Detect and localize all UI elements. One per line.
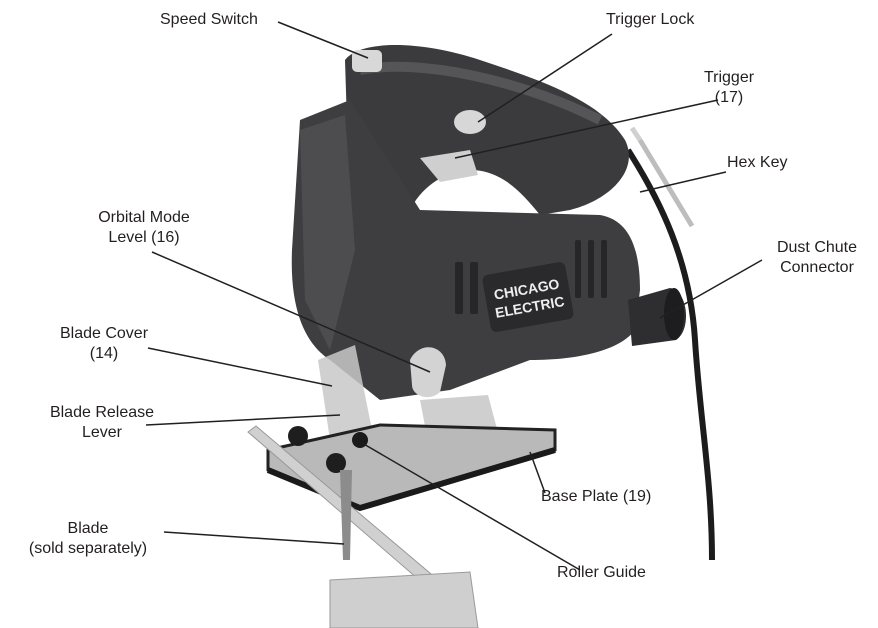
label-blade: Blade (sold separately) bbox=[28, 520, 148, 557]
handle bbox=[345, 45, 629, 220]
label-trigger: Trigger (17) bbox=[703, 69, 755, 106]
speed-switch bbox=[352, 50, 382, 72]
label-trigger-lock: Trigger Lock bbox=[606, 11, 695, 28]
label-orbital-mode-level: Orbital Mode Level (16) bbox=[98, 209, 190, 246]
label-base-plate: Base Plate (19) bbox=[541, 488, 652, 505]
hex-key bbox=[629, 126, 695, 228]
label-hex-key: Hex Key bbox=[727, 154, 788, 171]
trigger-lock bbox=[454, 110, 486, 134]
leader-lines bbox=[145, 21, 763, 571]
motor-housing bbox=[291, 100, 640, 400]
orbital-mode-lever bbox=[410, 347, 446, 398]
vents bbox=[455, 240, 607, 314]
label-dust-chute-connector: Dust Chute Connector bbox=[776, 239, 858, 276]
blade bbox=[340, 470, 352, 560]
knob-right bbox=[326, 453, 346, 473]
fence-foot bbox=[329, 571, 479, 628]
label-blade-cover: Blade Cover (14) bbox=[59, 325, 149, 362]
knob-left bbox=[288, 426, 308, 446]
power-cord bbox=[625, 148, 715, 561]
brand-plate bbox=[482, 262, 574, 332]
label-roller-guide: Roller Guide bbox=[557, 564, 646, 581]
label-speed-switch: Speed Switch bbox=[160, 11, 258, 28]
label-blade-release-lever: Blade Release Lever bbox=[49, 404, 155, 441]
blade-cover bbox=[318, 345, 372, 440]
trigger bbox=[420, 150, 478, 182]
